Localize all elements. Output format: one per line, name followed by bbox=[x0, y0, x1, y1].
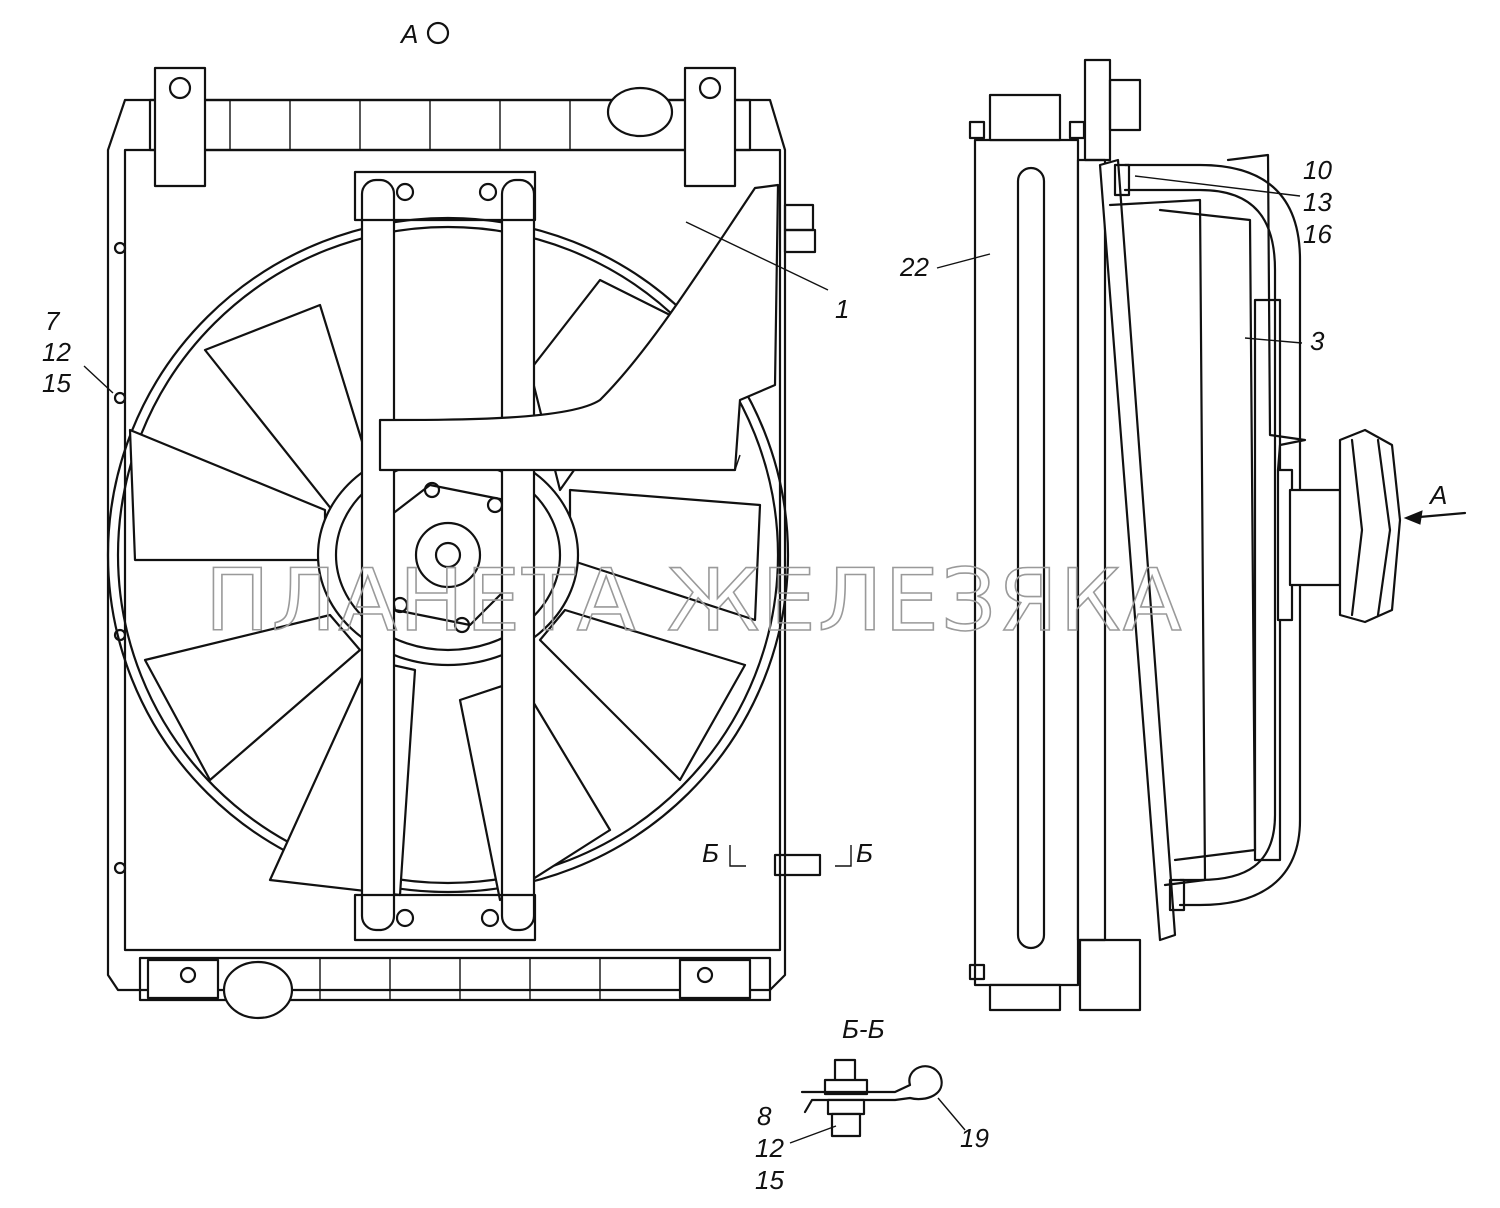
coolant-pipe-outer bbox=[1123, 163, 1302, 907]
arrow-a-label: А bbox=[1428, 480, 1447, 510]
view-a-label: А bbox=[399, 19, 418, 49]
watermark-text: ПЛАНЕТА ЖЕЛЕЗЯКА bbox=[205, 551, 1184, 651]
view-a-circle-icon bbox=[426, 21, 450, 45]
callout-10: 10 bbox=[1303, 155, 1332, 185]
coolant-pipe-inner bbox=[1123, 188, 1277, 882]
support-bar-left bbox=[360, 178, 396, 932]
section-detail bbox=[800, 1058, 943, 1138]
filler-cap bbox=[606, 86, 674, 138]
hub-body bbox=[1288, 488, 1342, 587]
side-shroud-frame bbox=[1076, 158, 1107, 942]
drain-cap bbox=[222, 960, 294, 1020]
callout-19: 19 bbox=[960, 1123, 989, 1153]
callout-12b: 12 bbox=[755, 1133, 784, 1163]
side-bottom-bracket bbox=[1078, 938, 1142, 1012]
support-top-plate bbox=[353, 170, 537, 222]
callout-3: 3 bbox=[1310, 326, 1325, 356]
callout-13: 13 bbox=[1303, 187, 1332, 217]
callout-16: 16 bbox=[1303, 219, 1332, 249]
callout-8: 8 bbox=[757, 1101, 772, 1131]
side-top-bracket bbox=[1083, 58, 1112, 162]
air-deflector bbox=[378, 183, 780, 472]
section-mark-left: Б bbox=[702, 838, 719, 868]
leader-lines bbox=[83, 175, 1303, 1144]
callout-15b: 15 bbox=[755, 1165, 784, 1195]
front-view bbox=[106, 66, 822, 1020]
fan-shroud-outer bbox=[106, 216, 790, 894]
callout-22: 22 bbox=[899, 252, 929, 282]
pulley bbox=[1338, 428, 1402, 624]
side-view bbox=[968, 58, 1467, 1012]
top-tank bbox=[148, 98, 752, 152]
top-bracket-right bbox=[683, 66, 737, 188]
labels: А 1 3 22 7 12 15 10 13 16 А Б Б Б-Б 8 12… bbox=[42, 19, 1447, 1195]
support-bottom-plate bbox=[353, 893, 537, 942]
bottom-tank bbox=[138, 956, 772, 1002]
side-top-tank bbox=[988, 93, 1062, 142]
callout-7: 7 bbox=[45, 306, 61, 336]
mounting-tab-top bbox=[783, 203, 815, 232]
fan-shroud-inner bbox=[116, 225, 780, 885]
top-bracket-left bbox=[153, 66, 207, 188]
section-nut bbox=[830, 1112, 862, 1138]
section-title: Б-Б bbox=[842, 1014, 885, 1044]
side-shroud-plate bbox=[1098, 158, 1177, 942]
section-mark-right: Б bbox=[856, 838, 873, 868]
side-bottom-tank bbox=[988, 983, 1062, 1012]
support-bar-right bbox=[500, 178, 536, 932]
mounting-tab-bottom bbox=[773, 853, 822, 877]
side-support-bar bbox=[1016, 166, 1046, 950]
bottom-bracket-right bbox=[678, 958, 752, 1000]
fan-bracket bbox=[1226, 153, 1307, 472]
callout-1: 1 bbox=[835, 294, 849, 324]
callout-12a: 12 bbox=[42, 337, 71, 367]
callout-15a: 15 bbox=[42, 368, 71, 398]
